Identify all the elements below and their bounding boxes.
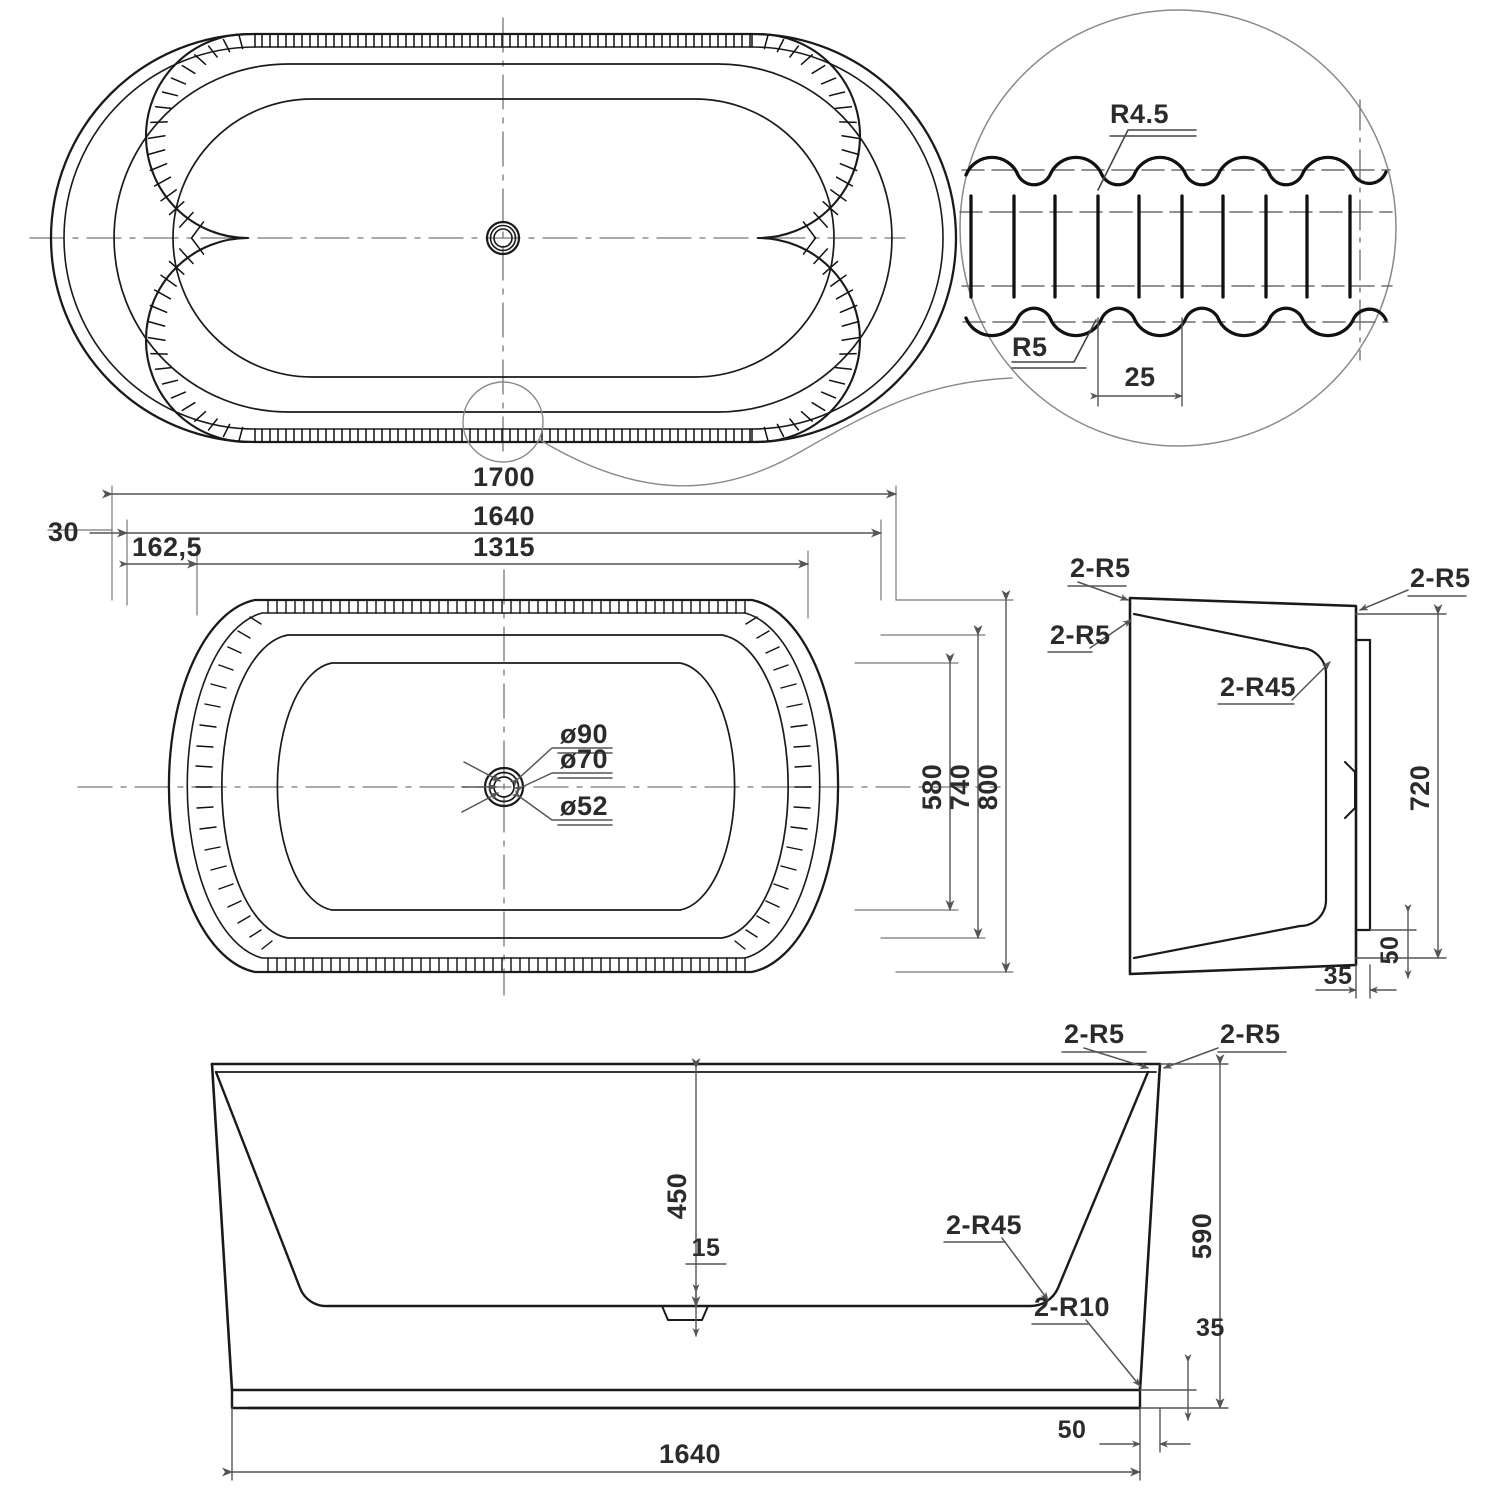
drain-d90-label: ø90 bbox=[560, 719, 608, 749]
dim-35-side-label: 35 bbox=[1324, 962, 1353, 990]
dim-162-5-label: 162,5 bbox=[132, 532, 202, 562]
detail-pitch-dimension bbox=[1090, 317, 1183, 407]
dim-800-label: 800 bbox=[973, 764, 1003, 811]
top-plan-drain bbox=[485, 220, 521, 256]
side-elevation-view: 2-R5 2-R5 2-R5 2-R45 720 bbox=[1047, 553, 1471, 999]
dim-35-front-label: 35 bbox=[1196, 1314, 1225, 1342]
dim-50-front-label: 50 bbox=[1058, 1416, 1087, 1444]
dim-15-label: 15 bbox=[692, 1234, 721, 1262]
front-r5-right-leader bbox=[1163, 1047, 1287, 1069]
dim-50-front bbox=[1099, 1407, 1191, 1453]
side-r5-rim-left-label: 2-R5 bbox=[1050, 620, 1111, 650]
front-r5-right-label: 2-R5 bbox=[1220, 1019, 1281, 1049]
front-r10-label: 2-R10 bbox=[1034, 1292, 1110, 1322]
side-r45-label: 2-R45 bbox=[1220, 672, 1296, 702]
dim-50-side bbox=[1369, 904, 1417, 979]
dim-720 bbox=[1355, 604, 1447, 959]
main-plan-flutes bbox=[195, 599, 812, 973]
top-plan-rim-line bbox=[113, 63, 893, 413]
dim-35-front bbox=[1139, 1354, 1197, 1421]
flute-profile-path bbox=[964, 155, 1388, 338]
side-r5-rim-left-leader bbox=[1047, 619, 1132, 653]
front-inner-profile bbox=[214, 1070, 1150, 1308]
main-plan-outer-edge bbox=[167, 598, 840, 974]
top-plan-flutes bbox=[147, 33, 860, 443]
dim-580-label: 580 bbox=[917, 764, 947, 811]
dim-1700-label: 1700 bbox=[473, 462, 535, 492]
front-r5-left-leader bbox=[1061, 1047, 1149, 1069]
side-handle-tab bbox=[1344, 761, 1356, 819]
dim-15 bbox=[685, 1263, 727, 1337]
dim-1315-label: 1315 bbox=[473, 532, 535, 562]
detail-r45-label: R4.5 bbox=[1110, 99, 1169, 129]
dim-50-side-label: 50 bbox=[1376, 936, 1404, 965]
flute-detail-view: R4.5 R5 25 bbox=[959, 9, 1397, 447]
side-inner-profile bbox=[1132, 612, 1328, 960]
dim-35-side bbox=[1315, 964, 1397, 999]
dim-450-label: 450 bbox=[662, 1173, 692, 1220]
side-r45-leader bbox=[1217, 661, 1331, 705]
main-plan-centerlines bbox=[77, 569, 1001, 996]
dim-1640-plan-label: 1640 bbox=[473, 501, 535, 531]
dim-590 bbox=[1139, 1054, 1229, 1409]
side-r5-top-right-label: 2-R5 bbox=[1410, 563, 1471, 593]
front-elevation-view: 2-R5 2-R5 2-R45 2-R10 450 15 bbox=[210, 1019, 1287, 1481]
side-plinth bbox=[1354, 638, 1372, 932]
front-drain-sump bbox=[661, 1305, 709, 1321]
detail-callout-circle bbox=[462, 381, 544, 463]
dim-1640-front-label: 1640 bbox=[659, 1439, 721, 1469]
front-outer-profile bbox=[210, 1062, 1162, 1392]
main-plan-view: 1700 1640 1315 30 162,5 bbox=[47, 462, 1014, 996]
detail-leader-line bbox=[539, 377, 1013, 487]
side-r5-top-left-leader bbox=[1067, 581, 1129, 601]
detail-r45-leader bbox=[1097, 129, 1197, 191]
side-r5-top-left-label: 2-R5 bbox=[1070, 553, 1131, 583]
top-plan-basin bbox=[172, 98, 835, 378]
side-r5-top-right-leader bbox=[1359, 589, 1467, 611]
detail-boundary-circle bbox=[959, 9, 1397, 447]
main-plan-rim-line bbox=[221, 634, 789, 939]
side-outer-profile bbox=[1128, 596, 1358, 976]
dim-1640-front bbox=[222, 1407, 1141, 1481]
detail-r5-leader bbox=[1011, 319, 1097, 369]
drain-d52-label: ø52 bbox=[560, 791, 608, 821]
front-r45-label: 2-R45 bbox=[946, 1210, 1022, 1240]
front-plinth bbox=[230, 1388, 1142, 1410]
main-plan-basin bbox=[276, 662, 736, 911]
front-r45-leader bbox=[943, 1237, 1049, 1301]
main-plan-drain bbox=[461, 761, 525, 813]
front-r5-left-label: 2-R5 bbox=[1064, 1019, 1125, 1049]
detail-pitch-label: 25 bbox=[1124, 362, 1155, 392]
detail-r5-label: R5 bbox=[1012, 332, 1048, 362]
detail-construction-lines bbox=[959, 169, 1393, 323]
dim-30-label: 30 bbox=[48, 517, 79, 547]
drain-d70-label: ø70 bbox=[560, 744, 608, 774]
drain-leaders bbox=[509, 747, 613, 826]
dim-740-label: 740 bbox=[945, 764, 975, 811]
top-plan-view bbox=[29, 17, 1013, 487]
dim-720-label: 720 bbox=[1405, 765, 1435, 812]
dim-590-label: 590 bbox=[1187, 1213, 1217, 1260]
front-r10-leader bbox=[1031, 1319, 1141, 1387]
